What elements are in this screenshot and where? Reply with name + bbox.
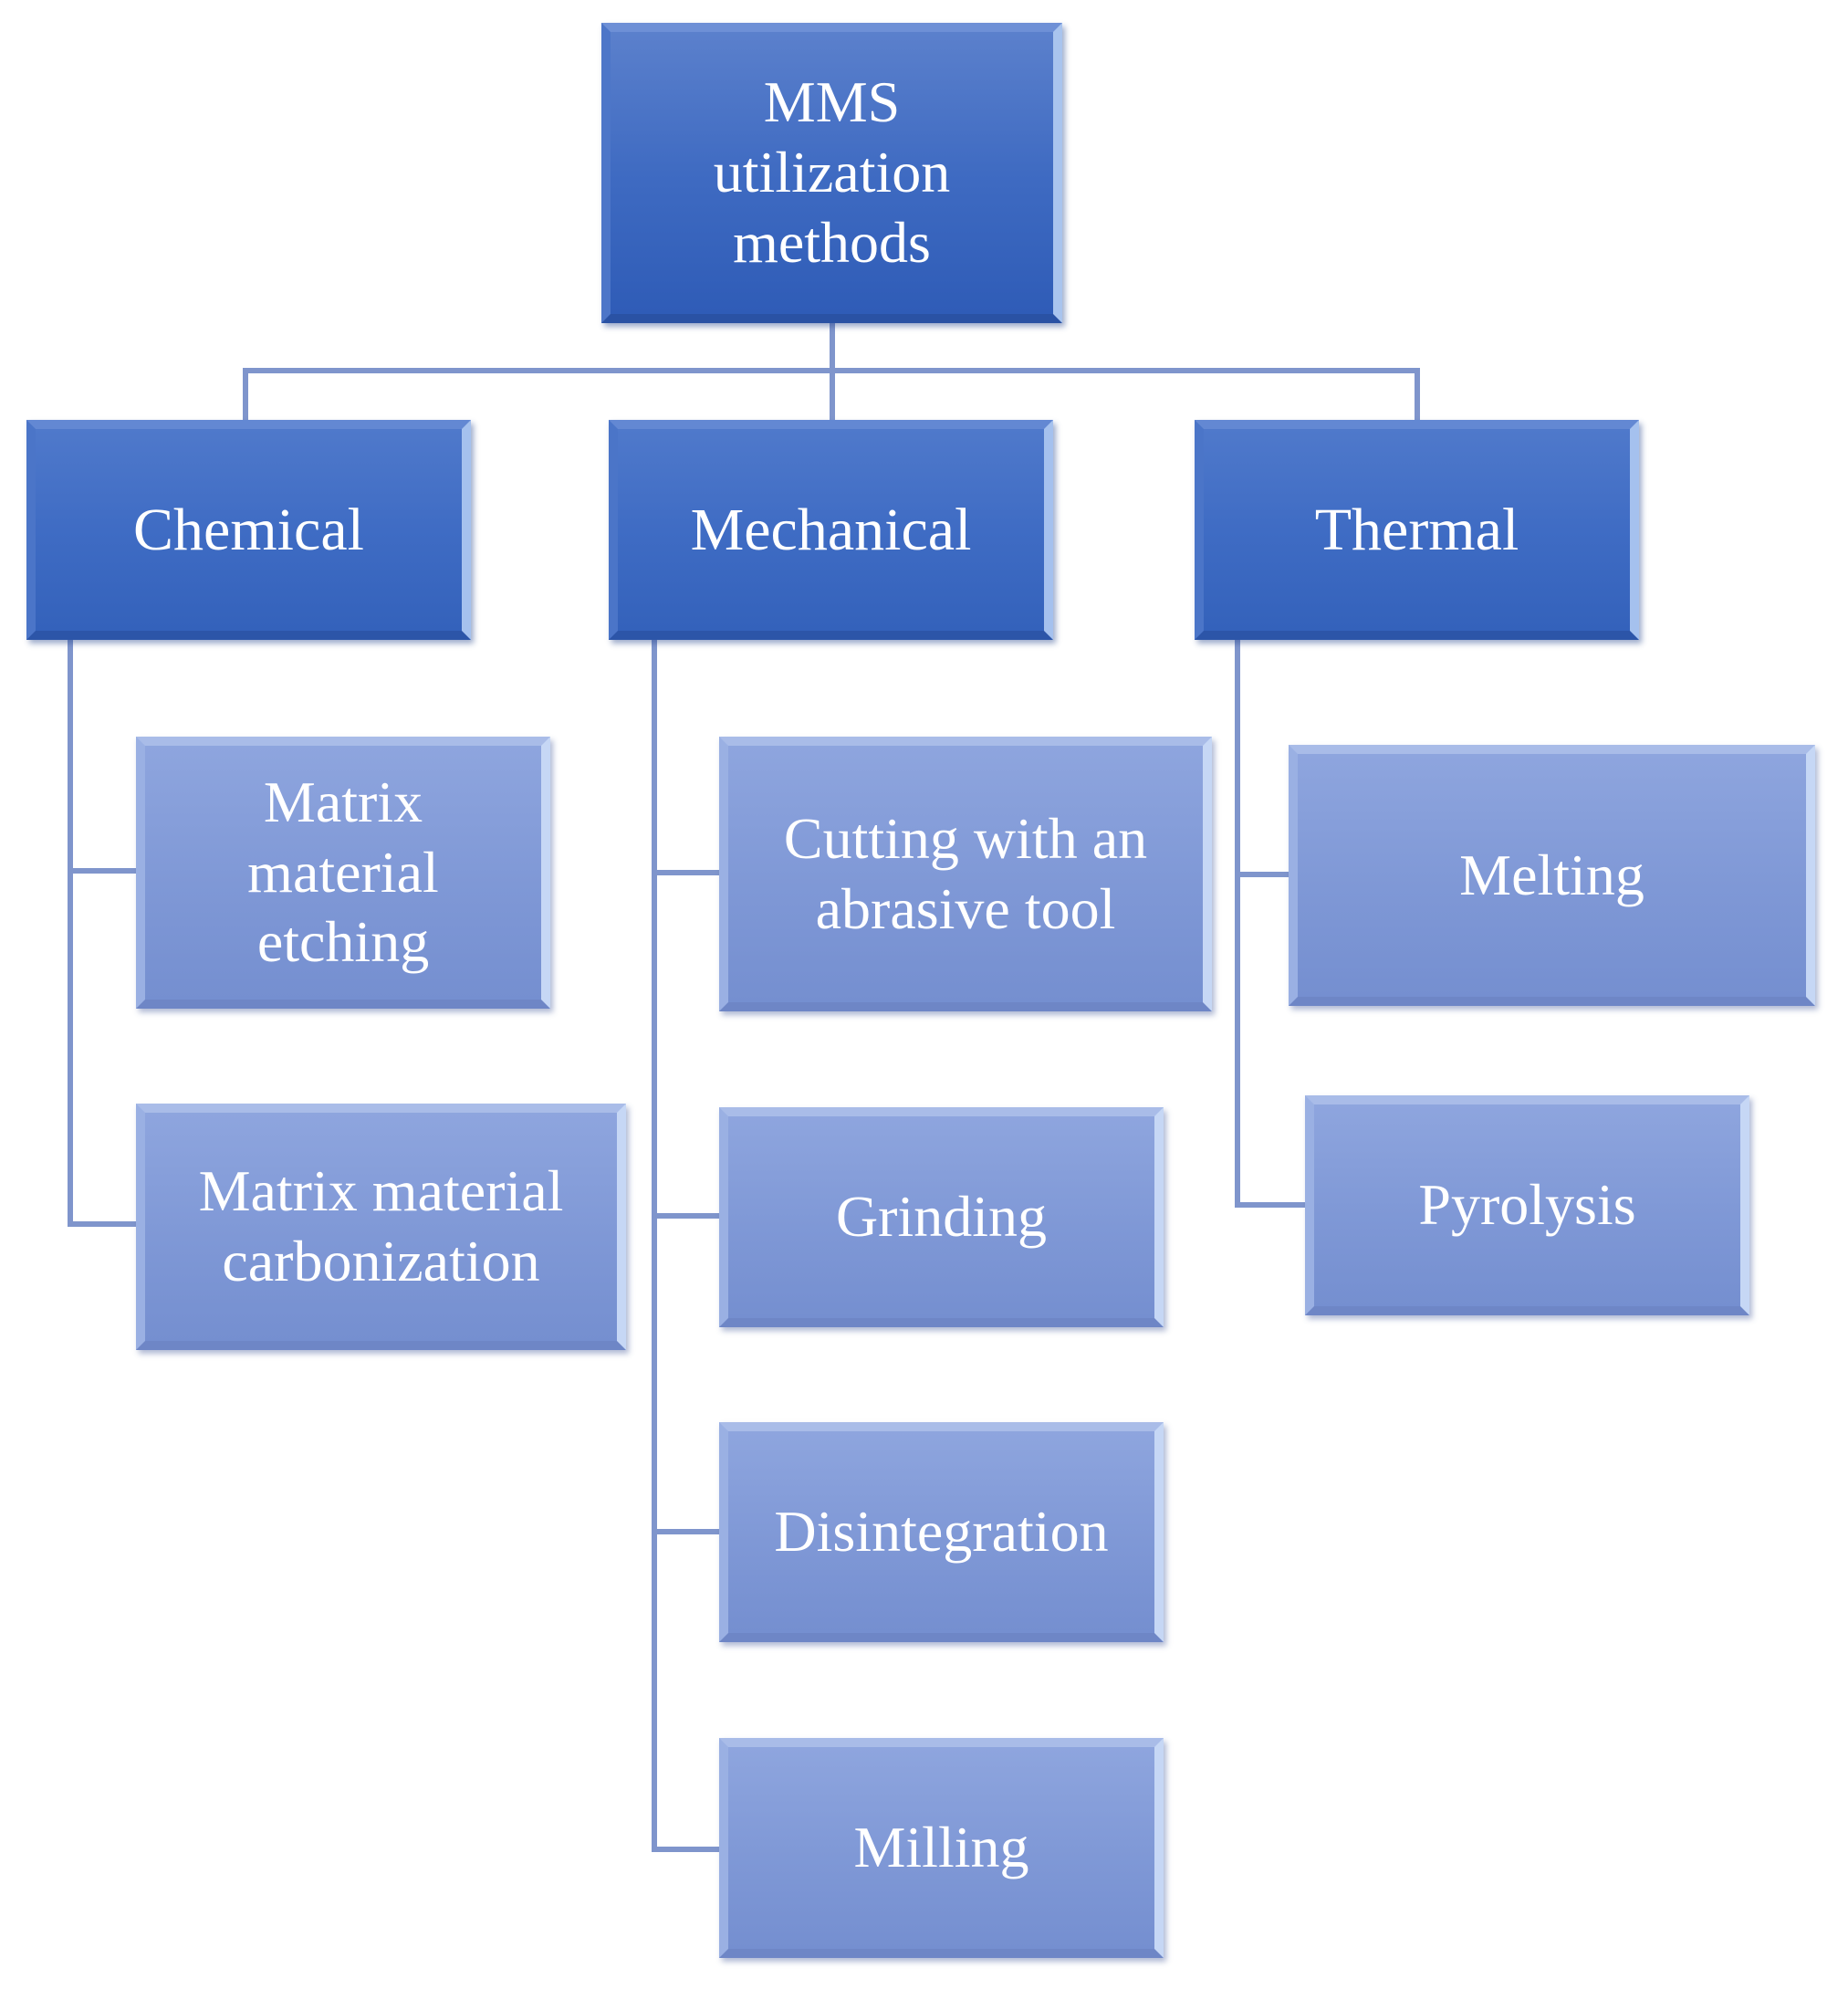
- leaf-label-line: abrasive tool: [815, 875, 1116, 941]
- leaf-label: Melting: [1459, 842, 1644, 907]
- category-label: Thermal: [1314, 496, 1519, 563]
- leaf-label-line: carbonization: [222, 1229, 540, 1293]
- leaf-label-line: etching: [256, 909, 430, 975]
- leaf-label: Cutting with an abrasive tool: [784, 804, 1147, 945]
- category-mechanical: Mechanical: [609, 420, 1053, 640]
- category-thermal: Thermal: [1195, 420, 1639, 640]
- leaf-label: Matrix material etching: [247, 768, 439, 978]
- leaf-label: Disintegration: [774, 1499, 1109, 1565]
- root-label: MMS utilization methods: [714, 68, 951, 277]
- leaf-label: Pyrolysis: [1418, 1172, 1636, 1238]
- root-label-line: methods: [733, 209, 931, 275]
- category-label: Mechanical: [690, 496, 972, 563]
- leaf-label-line: Matrix: [263, 769, 423, 834]
- root-label-line: MMS: [763, 69, 901, 135]
- leaf-milling: Milling: [719, 1738, 1164, 1958]
- category-chemical: Chemical: [26, 420, 471, 640]
- leaf-label: Grinding: [835, 1184, 1048, 1250]
- leaf-label-line: material: [247, 839, 439, 905]
- leaf-melting: Melting: [1289, 745, 1815, 1006]
- leaf-matrix-material-carbonization: Matrix material carbonization: [136, 1104, 626, 1350]
- root-label-line: utilization: [713, 140, 951, 205]
- leaf-label-line: Cutting with an: [783, 805, 1148, 871]
- leaf-label: Milling: [853, 1815, 1029, 1880]
- leaf-pyrolysis: Pyrolysis: [1305, 1095, 1749, 1315]
- leaf-matrix-material-etching: Matrix material etching: [136, 737, 550, 1009]
- root-node: MMS utilization methods: [601, 23, 1062, 323]
- leaf-label-line: Matrix material: [198, 1158, 564, 1224]
- leaf-grinding: Grinding: [719, 1107, 1164, 1327]
- leaf-disintegration: Disintegration: [719, 1422, 1164, 1642]
- category-label: Chemical: [133, 496, 364, 563]
- leaf-label: Matrix material carbonization: [199, 1157, 564, 1297]
- leaf-cutting-with-abrasive-tool: Cutting with an abrasive tool: [719, 737, 1212, 1011]
